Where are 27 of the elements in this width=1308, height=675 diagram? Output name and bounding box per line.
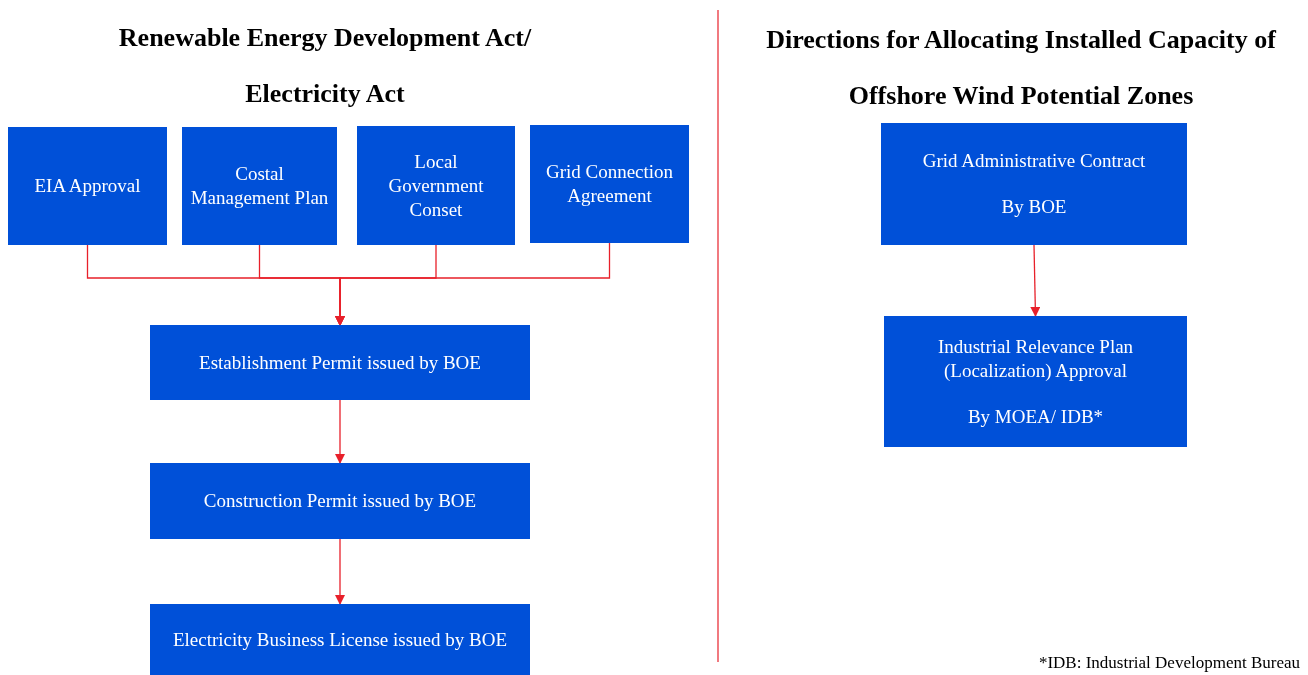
box-text: Grid Connection Agreement (544, 160, 675, 208)
box-text: Construction Permit issued by BOE (203, 489, 477, 513)
box-text: Electricity Business License issued by BOE (173, 627, 507, 652)
box-text: By BOE (1001, 195, 1067, 219)
process-box (150, 604, 530, 675)
footnote: *IDB: Industrial Development Bureau (1037, 652, 1300, 674)
box-text: Costal Management Plan (190, 162, 329, 210)
process-box (530, 125, 689, 243)
process-box (357, 126, 515, 245)
section-heading: Renewable Energy Development Act/ Electricity Act (117, 22, 533, 110)
arrow (335, 538, 345, 605)
process-box (881, 123, 1187, 245)
arrow (335, 242, 611, 326)
process-box (884, 316, 1187, 447)
arrow (335, 399, 345, 464)
section-heading: Directions for Allocating Installed Capacity of Offshore Wind Potential Zones (765, 24, 1278, 112)
arrow (1030, 244, 1041, 317)
process-box (150, 325, 530, 400)
process-box (8, 127, 167, 245)
box-text: Local Government Conset (387, 149, 485, 222)
box-text: Establishment Permit issued by BOE (199, 350, 481, 375)
process-box (182, 127, 337, 245)
box-text: EIA Approval (34, 174, 141, 198)
box-text: Grid Administrative Contract (922, 149, 1146, 173)
box-text: Industrial Relevance Plan (Localization) Approval (936, 334, 1135, 383)
box-text: By MOEA/ IDB* (967, 404, 1104, 429)
process-box (150, 463, 530, 539)
